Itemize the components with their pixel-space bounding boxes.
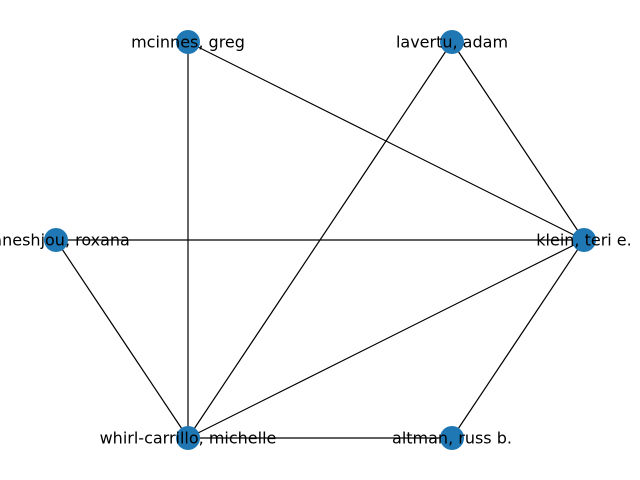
- node-klein: [572, 228, 596, 252]
- node-label-lavertu: lavertu, adam: [396, 33, 508, 52]
- node-whirl: [176, 426, 200, 450]
- node-label-klein: klein, teri e.: [536, 231, 631, 250]
- node-label-daneshjou: daneshjou, roxana: [0, 231, 130, 250]
- node-lavertu: [440, 30, 464, 54]
- edge-altman-klein: [451, 239, 585, 439]
- node-altman: [440, 426, 464, 450]
- node-daneshjou: [44, 228, 68, 252]
- edges-layer: [55, 41, 585, 439]
- edge-daneshjou-whirl: [55, 239, 189, 439]
- edge-lavertu-klein: [451, 41, 585, 241]
- node-mcinnes: [176, 30, 200, 54]
- edge-whirl-klein: [187, 239, 585, 439]
- node-label-altman: altman, russ b.: [392, 429, 512, 448]
- labels-layer: mcinnes, greg lavertu, adam daneshjou, rox…: [0, 33, 632, 448]
- node-label-whirl: whirl-carrillo, michelle: [100, 429, 277, 448]
- nodes-layer: [44, 30, 596, 450]
- node-label-mcinnes: mcinnes, greg: [131, 33, 245, 52]
